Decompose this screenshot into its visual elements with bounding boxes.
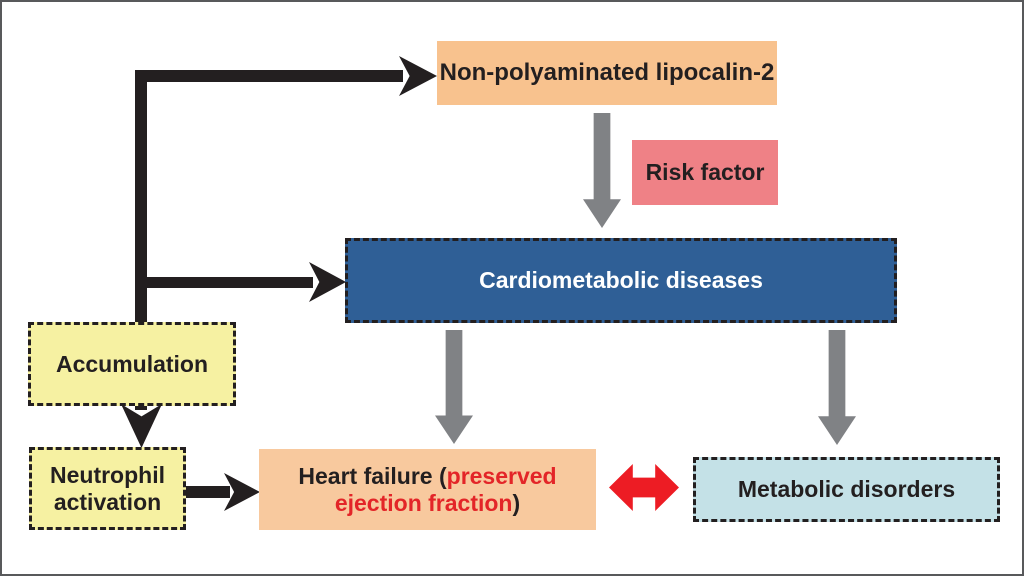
connector-branch-to-lipocalin — [135, 70, 403, 82]
box-neutrophil-activation: Neutrophil activation — [29, 447, 186, 530]
box-cardiometabolic-diseases: Cardiometabolic diseases — [345, 238, 897, 323]
heart-failure-suffix: ) — [512, 489, 521, 516]
box-neutrophil-line2: activation — [53, 488, 162, 515]
arrowhead-into-neutrophil-icon — [121, 404, 162, 448]
box-non-polyaminated-lipocalin-2: Non-polyaminated lipocalin-2 — [437, 41, 777, 105]
heart-failure-line2: ejection fraction) — [335, 490, 520, 516]
arrowhead-into-lipocalin-icon — [399, 56, 437, 96]
gray-down-arrow-cardiometabolic-to-metabolic-icon — [818, 330, 856, 445]
box-heart-failure: Heart failure (preserved ejection fracti… — [259, 449, 596, 530]
heart-failure-highlight-line2: ejection fraction — [334, 489, 513, 516]
box-lipocalin-label: Non-polyaminated lipocalin-2 — [439, 59, 775, 87]
gray-down-arrow-lipocalin-to-cardiometabolic-icon — [583, 113, 621, 228]
box-metabolic-label: Metabolic disorders — [737, 476, 956, 503]
box-accumulation-label: Accumulation — [55, 350, 209, 377]
connector-neutrophil-to-heart — [186, 486, 230, 498]
heart-failure-line1: Heart failure (preserved — [298, 463, 556, 489]
box-accumulation: Accumulation — [28, 322, 236, 406]
box-cardiometabolic-label: Cardiometabolic diseases — [479, 267, 763, 294]
box-neutrophil-line1: Neutrophil — [50, 462, 165, 489]
arrowhead-into-cardiometabolic-icon — [309, 262, 346, 302]
connector-branch-to-cardiometabolic — [135, 277, 313, 288]
red-double-arrow-icon — [609, 464, 679, 511]
box-risk-factor: Risk factor — [632, 140, 778, 205]
box-metabolic-disorders: Metabolic disorders — [693, 457, 1000, 522]
box-risk-factor-label: Risk factor — [645, 159, 765, 186]
heart-failure-highlight-line1: preserved — [446, 463, 557, 490]
gray-down-arrow-cardiometabolic-to-heart-icon — [435, 330, 473, 444]
heart-failure-prefix: Heart failure ( — [298, 463, 447, 490]
